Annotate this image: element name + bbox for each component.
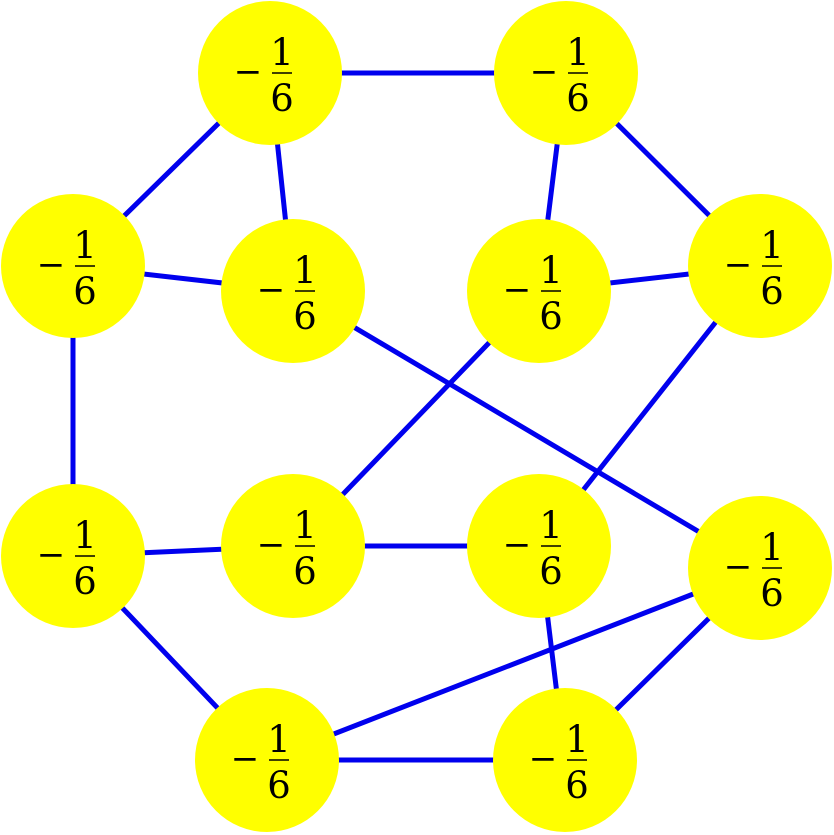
node-circle bbox=[493, 688, 637, 832]
label-numerator: 1 bbox=[293, 504, 317, 547]
label-numerator: 1 bbox=[73, 224, 97, 267]
label-sign: − bbox=[503, 525, 532, 565]
node-n4: −16 bbox=[221, 219, 365, 363]
label-sign: − bbox=[257, 270, 286, 310]
label-sign: − bbox=[37, 245, 66, 285]
node-circle bbox=[221, 474, 365, 618]
label-sign: − bbox=[724, 245, 753, 285]
label-sign: − bbox=[529, 739, 558, 779]
label-sign: − bbox=[257, 525, 286, 565]
node-n5: −16 bbox=[467, 219, 611, 363]
label-numerator: 1 bbox=[566, 31, 590, 74]
label-numerator: 1 bbox=[270, 31, 294, 74]
label-numerator: 1 bbox=[760, 526, 784, 569]
node-n2: −16 bbox=[494, 1, 638, 145]
label-sign: − bbox=[37, 535, 66, 575]
node-circle bbox=[467, 219, 611, 363]
label-denominator: 6 bbox=[565, 764, 589, 807]
label-sign: − bbox=[724, 547, 753, 587]
node-n6: −16 bbox=[688, 194, 832, 338]
node-n9: −16 bbox=[467, 474, 611, 618]
label-denominator: 6 bbox=[270, 77, 294, 120]
node-circle bbox=[198, 1, 342, 145]
node-n1: −16 bbox=[198, 1, 342, 145]
node-n3: −16 bbox=[1, 194, 145, 338]
label-denominator: 6 bbox=[293, 295, 317, 338]
node-circle bbox=[688, 496, 832, 640]
edge-n10-n11 bbox=[264, 565, 763, 763]
label-sign: − bbox=[503, 270, 532, 310]
label-numerator: 1 bbox=[73, 514, 97, 557]
label-sign: − bbox=[231, 739, 260, 779]
node-n10: −16 bbox=[688, 496, 832, 640]
label-denominator: 6 bbox=[73, 560, 97, 603]
node-circle bbox=[195, 688, 339, 832]
label-denominator: 6 bbox=[760, 572, 784, 615]
node-circle bbox=[688, 194, 832, 338]
label-denominator: 6 bbox=[539, 295, 563, 338]
node-circle bbox=[221, 219, 365, 363]
label-denominator: 6 bbox=[539, 550, 563, 593]
edge-n4-n10 bbox=[290, 288, 763, 571]
label-denominator: 6 bbox=[73, 270, 97, 313]
node-circle bbox=[494, 1, 638, 145]
label-numerator: 1 bbox=[293, 249, 317, 292]
label-sign: − bbox=[530, 52, 559, 92]
node-n11: −16 bbox=[195, 688, 339, 832]
node-n12: −16 bbox=[493, 688, 637, 832]
label-numerator: 1 bbox=[539, 504, 563, 547]
label-numerator: 1 bbox=[760, 224, 784, 267]
node-circle bbox=[1, 194, 145, 338]
label-denominator: 6 bbox=[566, 77, 590, 120]
node-circle bbox=[1, 484, 145, 628]
node-n7: −16 bbox=[1, 484, 145, 628]
label-sign: − bbox=[234, 52, 263, 92]
label-numerator: 1 bbox=[565, 718, 589, 761]
node-circle bbox=[467, 474, 611, 618]
node-n8: −16 bbox=[221, 474, 365, 618]
label-numerator: 1 bbox=[267, 718, 291, 761]
label-denominator: 6 bbox=[760, 270, 784, 313]
label-denominator: 6 bbox=[267, 764, 291, 807]
label-denominator: 6 bbox=[293, 550, 317, 593]
label-numerator: 1 bbox=[539, 249, 563, 292]
